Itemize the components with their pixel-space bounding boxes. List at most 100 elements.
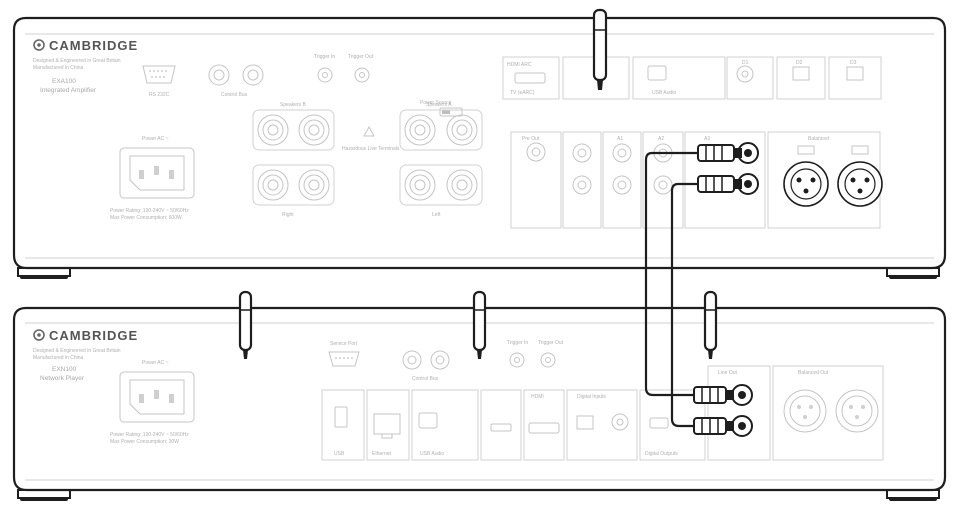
amplifier-xlr-left[interactable] <box>837 145 883 207</box>
amplifier-balanced-label: Balanced <box>808 136 829 142</box>
amplifier-a1-in[interactable] <box>612 143 632 163</box>
rca-plug-player-lower[interactable] <box>693 417 734 435</box>
player-balanced-out-label: Balanced Out <box>798 370 829 376</box>
player-ethernet-panel <box>366 389 410 461</box>
amplifier-product: Integrated Amplifier <box>40 87 97 94</box>
rca-plug-amp-upper[interactable] <box>697 144 742 162</box>
rs232-label: RS 232C <box>149 92 170 98</box>
amplifier-model: EXA100 <box>52 78 76 85</box>
amplifier-a3-label: A3 <box>704 136 710 142</box>
amplifier-d2-label: D2 <box>796 60 803 66</box>
amplifier-tagline-1: Designed & Engineered in Great Britain <box>33 58 121 64</box>
power-source-switch[interactable] <box>439 107 463 117</box>
amplifier-brand: CAMBRIDGE <box>49 38 138 53</box>
player-digital-in-label: Digital Inputs <box>577 394 606 400</box>
amplifier-d1-label: D1 <box>742 60 749 66</box>
player-trigger-in-label: Trigger In <box>507 340 528 346</box>
player-trigger-in[interactable] <box>509 352 525 368</box>
player-tagline-1: Designed & Engineered in Great Britain <box>33 348 121 354</box>
player-switch-panel <box>480 389 522 461</box>
rca-plug-amp-lower[interactable] <box>697 175 742 193</box>
amplifier-xlr-right[interactable] <box>783 145 829 207</box>
player-antenna-middle <box>472 290 487 359</box>
player-control-bus[interactable] <box>402 350 450 370</box>
amplifier-optical-1-panel <box>776 56 826 100</box>
amplifier-power-rating: Power Rating: 100-240V ~ 50/60Hz <box>110 208 189 214</box>
player-antenna-right <box>703 290 718 359</box>
player-trigger-out-label: Trigger Out <box>538 340 564 346</box>
amplifier-usb-label: USB Audio <box>652 90 676 96</box>
player-power-rating: Power Rating: 100-240V ~ 50/60Hz <box>110 432 189 438</box>
player-digital-out-label: Digital Outputs <box>645 451 678 457</box>
amplifier-a3-panel <box>684 131 766 229</box>
amplifier-hdmi-panel <box>502 56 560 100</box>
player-usb-audio-panel <box>411 389 479 461</box>
amplifier-a2-panel <box>642 131 684 229</box>
rca-cable-wire-lower <box>670 182 712 428</box>
amplifier-unit: CAMBRIDGE Designed & Engineered in Great… <box>12 16 947 279</box>
rca-cable-wire-upper <box>644 151 712 397</box>
player-line-out-rca-upper[interactable] <box>731 384 753 406</box>
amplifier-usb-panel <box>632 56 726 100</box>
amplifier-optical-2-port[interactable] <box>846 66 864 81</box>
amplifier-phono-panel <box>562 131 602 229</box>
amplifier-optical-1-port[interactable] <box>792 66 810 81</box>
player-usb-audio-label: USB Audio <box>420 451 444 457</box>
speaker-terminals-b[interactable] <box>252 109 335 206</box>
player-usb-panel <box>321 389 365 461</box>
player-line-out-panel <box>707 365 771 461</box>
player-hdmi-port[interactable] <box>528 422 560 434</box>
player-trigger-out[interactable] <box>540 352 556 368</box>
amplifier-sub-out[interactable] <box>526 142 546 162</box>
player-usb-label: USB <box>334 451 345 457</box>
player-line-out-label: Line Out <box>718 370 738 376</box>
amplifier-power-inlet[interactable] <box>119 147 195 199</box>
player-coax-in[interactable] <box>611 413 629 431</box>
amplifier-optical-2-panel <box>828 56 882 100</box>
amplifier-coax-panel <box>726 56 774 100</box>
amplifier-right-label: Right <box>282 212 294 218</box>
player-xlr-left[interactable] <box>835 389 879 433</box>
amplifier-a3-rca-in-lower[interactable] <box>737 173 759 195</box>
amplifier-a2-label: A2 <box>658 136 664 142</box>
amplifier-a1-label: A1 <box>617 136 623 142</box>
amplifier-trigger-out-label: Trigger Out <box>348 54 374 60</box>
power-source-label: Power Source <box>420 100 452 106</box>
amplifier-coax-port[interactable] <box>736 65 754 83</box>
player-power-inlet[interactable] <box>119 371 195 423</box>
player-hdmi-label: HDMI <box>531 394 544 400</box>
amplifier-tv-label: TV (eARC) <box>510 90 535 96</box>
player-tagline-2: Manufactured in China <box>33 355 84 361</box>
player-power-consumption: Max Power Consumption: 30W <box>110 439 179 445</box>
player-optical-in[interactable] <box>576 415 594 430</box>
rca-plug-player-upper[interactable] <box>693 386 734 404</box>
amplifier-hdmi-port[interactable] <box>514 72 546 84</box>
player-brand: CAMBRIDGE <box>49 328 138 343</box>
player-control-bus-label: Control Bus <box>412 376 439 382</box>
rs232-port[interactable] <box>142 65 176 84</box>
player-line-out-rca-lower[interactable] <box>731 415 753 437</box>
player-service-label: Service Port <box>330 341 358 347</box>
amplifier-trigger-in-label: Trigger In <box>314 54 335 60</box>
amplifier-usb-port[interactable] <box>647 65 667 81</box>
player-service-port[interactable] <box>328 351 360 367</box>
amplifier-chassis <box>12 16 947 270</box>
warning-label: Hazardous Live Terminals <box>342 146 400 152</box>
player-xlr-right[interactable] <box>783 389 827 433</box>
speaker-terminals-a[interactable] <box>399 109 483 206</box>
amplifier-tagline-2: Manufactured in China <box>33 65 84 71</box>
amplifier-trigger-in[interactable] <box>317 67 333 83</box>
speakers-b-label: Speakers B <box>280 102 307 108</box>
player-digital-in-panel <box>566 389 638 461</box>
player-logo <box>33 329 45 341</box>
amplifier-control-bus[interactable] <box>208 64 264 86</box>
player-usb-audio-port[interactable] <box>418 412 438 429</box>
rca-cable <box>644 144 742 435</box>
amplifier-trigger-out[interactable] <box>354 67 370 83</box>
amplifier-a1-panel <box>602 131 642 229</box>
player-hdmi-panel <box>523 389 565 461</box>
player-ethernet-label: Ethernet <box>372 451 392 457</box>
player-usb-port[interactable] <box>334 406 348 428</box>
player-balanced-out-panel <box>772 365 884 461</box>
